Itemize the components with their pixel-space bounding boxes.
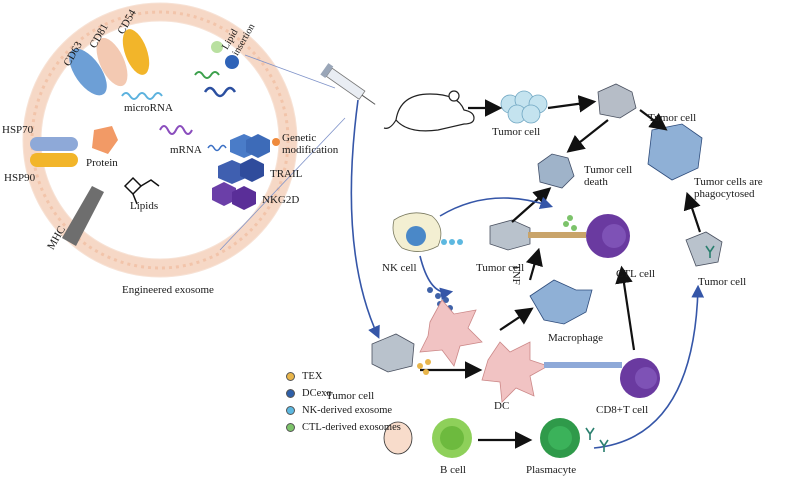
cd8-t-cell-glyph: [620, 358, 660, 398]
ctl-cell-glyph: [586, 214, 630, 258]
tumor-cell-top-label: Tumor cell: [648, 112, 697, 124]
genetic-modification-glyph: [207, 134, 280, 158]
lipid-insertion-glyph: [194, 41, 239, 98]
macrophage-glyph: [529, 279, 593, 325]
tex-exosomes: [417, 359, 431, 375]
legend-label: DCexo: [302, 388, 332, 399]
trail-glyph: [218, 158, 264, 184]
cd8-t-cell-label: CD8+T cell: [596, 404, 649, 416]
legend-item: NK-derived exosome: [286, 402, 401, 419]
nkg2d-label: NKG2D: [262, 194, 300, 206]
legend-item: DCexo: [286, 385, 401, 402]
cd63-marker: [69, 48, 107, 96]
microrna-label: microRNA: [124, 102, 173, 114]
mrna-label: mRNA: [170, 144, 202, 156]
tumor-cell-top-glyph: [597, 83, 637, 119]
legend-label: CTL-derived exosomes: [302, 422, 401, 433]
tumor-cell-center-glyph: [489, 219, 531, 251]
legend-swatch: [286, 406, 295, 415]
trail-label: TRAIL: [270, 168, 303, 180]
flow-arrows: [420, 95, 702, 449]
nk-cell-glyph: [392, 212, 463, 252]
macrophage-pink-glyph: [419, 299, 483, 367]
legend: TEX DCexo NK-derived exosome CTL-derived…: [286, 368, 401, 436]
tumor-mass-mouse: [500, 90, 548, 124]
legend-item: TEX: [286, 368, 401, 385]
exosome-caption: Engineered exosome: [122, 284, 214, 296]
plasmacyte-label: Plasmacyte: [526, 464, 577, 476]
cd81-marker: [96, 37, 128, 87]
legend-swatch: [286, 389, 295, 398]
nkg2d-glyph: [212, 182, 256, 210]
tumor-cell-death-label: Tumor cell death: [584, 164, 633, 188]
ctl-exosomes: [563, 215, 577, 231]
connector-line-top: [244, 54, 336, 89]
microrna-glyph: [121, 92, 163, 100]
nk-cell-label: NK cell: [382, 262, 417, 274]
phagocytosed-label: Tumor cells are phagocytosed: [694, 176, 763, 200]
genetic-modification-label: Genetic modification: [282, 132, 339, 156]
tumor-cell-left-glyph: [371, 333, 415, 373]
b-cell-glyph: [383, 418, 472, 458]
lipids-glyph: [123, 176, 160, 205]
legend-swatch: [286, 372, 295, 381]
connector-line-bottom: [219, 117, 346, 251]
ctl-cell-label: CTL cell: [616, 268, 655, 280]
antibodies: [585, 245, 715, 452]
blue-arrows: [350, 99, 705, 449]
syringe: [320, 63, 376, 105]
mouse-illustration: [383, 90, 475, 132]
legend-label: NK-derived exosome: [302, 405, 393, 416]
hsp90-label: HSP90: [4, 172, 36, 184]
legend-label: TEX: [302, 371, 323, 382]
tumor-cell-left-label: Tumor cell: [326, 390, 375, 402]
hsp70-glyph: [30, 137, 78, 151]
tumor-cell-center-label: Tumor cell: [476, 262, 525, 274]
protein-glyph: [92, 126, 118, 154]
tumor-cell-right-glyph: [685, 231, 723, 267]
legend-swatch: [286, 423, 295, 432]
tumor-phagocytosed-glyph: [647, 123, 703, 181]
hsp70-label: HSP70: [2, 124, 34, 136]
protein-label: Protein: [86, 157, 118, 169]
tnf-label: TNF: [510, 264, 522, 285]
mhc-glyph: [62, 186, 104, 246]
dc-glyph: [481, 341, 549, 403]
receptor-bars: [528, 232, 622, 368]
legend-item: CTL-derived exosomes: [286, 419, 401, 436]
tumor-cell-mouse-label: Tumor cell: [492, 126, 541, 138]
dc-label: DC: [494, 400, 510, 412]
tumor-cell-death-glyph: [537, 153, 575, 189]
plasmacyte-glyph: [540, 418, 580, 458]
cd54-marker: [122, 29, 150, 75]
macrophage-label: Macrophage: [548, 332, 603, 344]
mrna-glyph: [159, 125, 193, 135]
tumor-cell-right-label: Tumor cell: [698, 276, 747, 288]
hsp90-glyph: [30, 153, 78, 167]
lipids-label: Lipids: [130, 200, 159, 212]
b-cell-label: B cell: [440, 464, 466, 476]
